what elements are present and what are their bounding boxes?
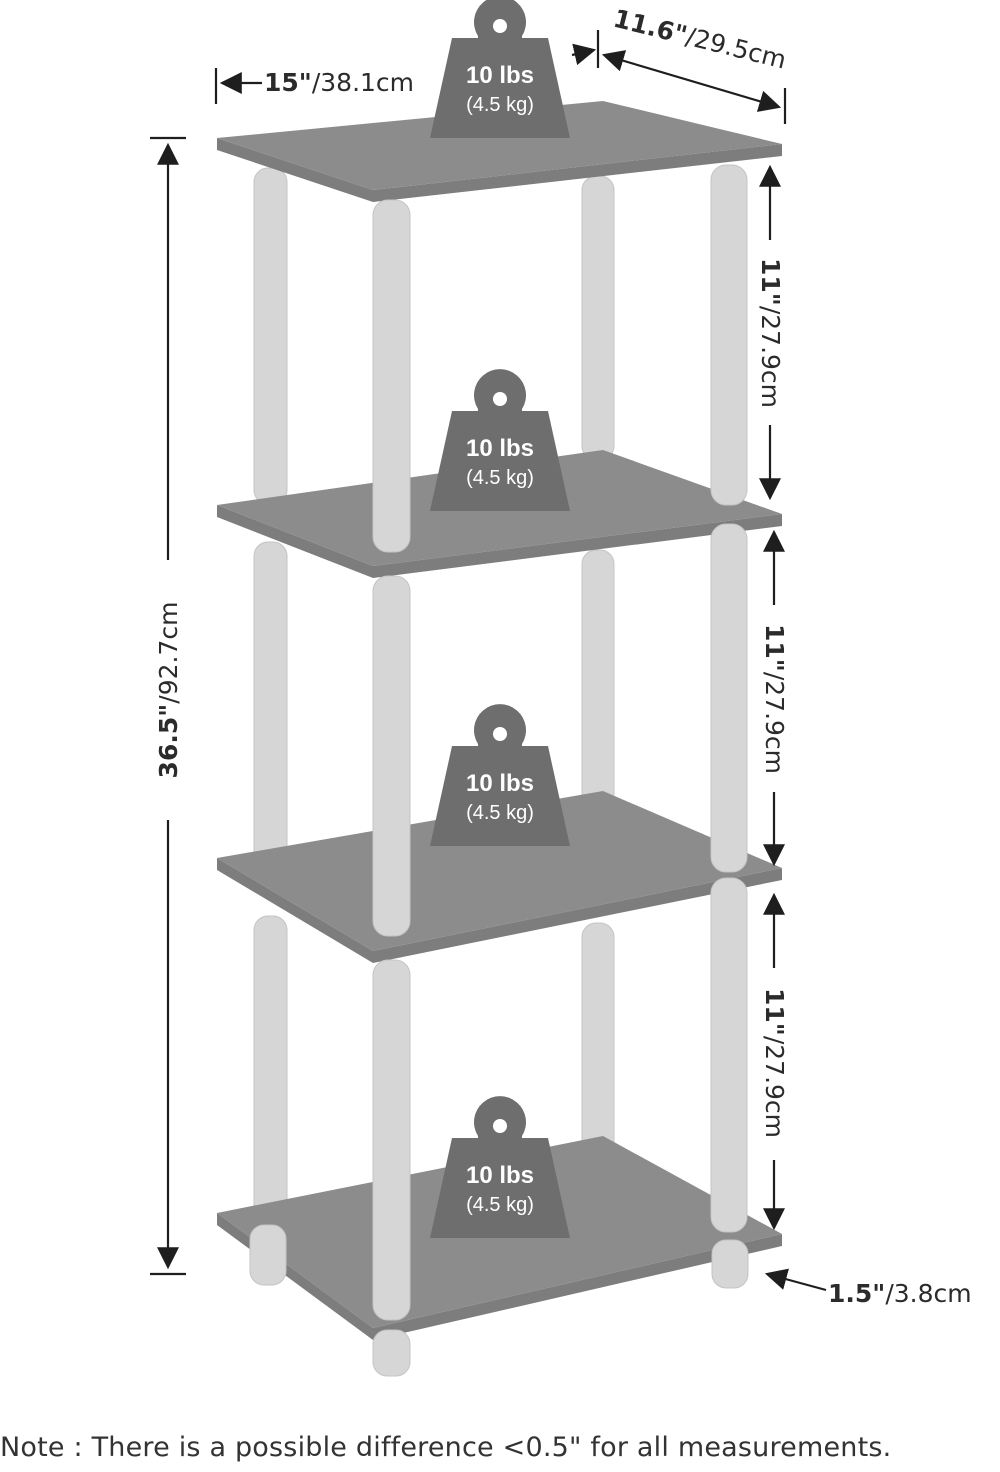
foot [249,1224,287,1286]
back-posts [253,167,615,1227]
foot-inch-label: 1.5" [828,1279,885,1308]
foot-cm-label: /3.8cm [885,1279,971,1308]
svg-text:15"/38.1cm: 15"/38.1cm [264,68,414,97]
depth-inch-label: 11.6" [611,4,691,50]
back-post [581,175,615,461]
depth-cm-label: /29.5cm [683,22,789,75]
front-post [710,877,748,1233]
svg-text:11"/27.9cm: 11"/27.9cm [760,988,789,1138]
front-post [372,575,411,937]
height-dimension: 36.5"/92.7cm [150,136,186,1276]
svg-text:1.5"/3.8cm: 1.5"/3.8cm [828,1279,972,1308]
width-inch-label: 15" [264,68,312,97]
height-cm-label: /92.7cm [154,602,183,704]
shelf-gap-dimension-2: 11"/27.9cm [760,529,789,867]
svg-text:11"/27.9cm: 11"/27.9cm [760,624,789,774]
weight-kg-label: (4.5 kg) [466,802,534,824]
kettlebell-weight-icon: 10 lbs (4.5 kg) [430,704,570,846]
weight-lbs-label: 10 lbs [466,62,534,89]
foot [711,1239,749,1289]
shelf-gap-dimension-1: 11"/27.9cm [756,164,785,501]
foot-dimension: 1.5"/3.8cm [764,1268,972,1308]
shelf-gap-inch-label: 11" [756,258,785,306]
depth-dimension: 11.6"/29.5cm [596,4,789,124]
front-post [710,164,748,506]
shelf-top [217,101,782,202]
feet [249,1224,749,1377]
weight-lbs-label: 10 lbs [466,770,534,797]
back-post [253,915,288,1227]
shelf-gap-cm-label: /27.9cm [760,1036,789,1138]
front-post [372,959,411,1321]
back-post [581,922,615,1156]
shelf-gap-cm-label: /27.9cm [756,306,785,408]
shelf-gap-cm-label: /27.9cm [760,672,789,774]
svg-text:36.5"/92.7cm: 36.5"/92.7cm [154,602,183,779]
kettlebell-weight-icon: 10 lbs (4.5 kg) [430,369,570,511]
width-dimension: 15"/38.1cm [214,43,597,104]
weight-kg-label: (4.5 kg) [466,1194,534,1216]
front-post [710,523,748,873]
weight-kg-label: (4.5 kg) [466,94,534,116]
shelf-3 [217,791,782,963]
foot [372,1329,411,1377]
measurement-note: Note : There is a possible difference <0… [0,1432,892,1463]
back-post [253,167,288,505]
shelf-gap-inch-label: 11" [760,988,789,1036]
front-post [372,199,411,553]
weight-lbs-label: 10 lbs [466,1162,534,1189]
back-post [253,541,288,865]
back-post [581,549,615,809]
front-posts [372,164,748,1321]
kettlebell-weight-icon: 10 lbs (4.5 kg) [430,0,570,138]
width-cm-label: /38.1cm [312,68,414,97]
svg-text:11"/27.9cm: 11"/27.9cm [756,258,785,408]
height-inch-label: 36.5" [154,704,183,779]
shelf-gap-inch-label: 11" [760,624,789,672]
weight-kg-label: (4.5 kg) [466,467,534,489]
weight-lbs-label: 10 lbs [466,435,534,462]
kettlebell-weight-icon: 10 lbs (4.5 kg) [430,1096,570,1238]
shelf-gap-dimension-3: 11"/27.9cm [760,892,789,1231]
